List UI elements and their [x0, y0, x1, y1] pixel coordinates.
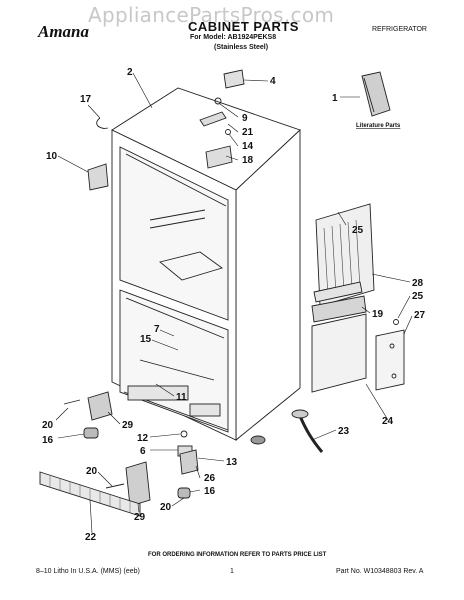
- top-hinge: [199, 111, 227, 127]
- callout-labels: 1 2 4 9 21 14 18 17 10 25 28 25 19 27 7 …: [42, 67, 426, 543]
- model-number: For Model: AB1924PEKS8: [190, 34, 277, 41]
- callout-10: 10: [46, 151, 58, 162]
- callout-21: 21: [242, 127, 254, 138]
- callout-20: 20: [86, 466, 98, 477]
- literature-label: Literature Parts: [356, 123, 401, 129]
- control-housing: [87, 163, 109, 191]
- callout-18: 18: [242, 155, 254, 166]
- callout-28: 28: [412, 278, 424, 289]
- callout-27: 27: [414, 310, 426, 321]
- callout-17: 17: [80, 94, 92, 105]
- callout-23: 23: [338, 426, 350, 437]
- category-label: REFRIGERATOR: [372, 26, 427, 33]
- ordering-note: FOR ORDERING INFORMATION REFER TO PARTS …: [148, 552, 327, 558]
- trim-strip: [311, 295, 367, 323]
- part-number: Part No. W10348803 Rev. A: [336, 568, 424, 575]
- callout-14: 14: [242, 141, 254, 152]
- watermark: AppliancePartsPros.com: [88, 3, 335, 27]
- callout-4: 4: [270, 76, 276, 87]
- lower-hinge-left: [87, 391, 113, 421]
- callout-1: 1: [332, 93, 338, 104]
- callout-7: 7: [154, 324, 160, 335]
- callout-26: 26: [204, 473, 216, 484]
- vent-cover: [223, 69, 245, 89]
- callout-12: 12: [137, 433, 149, 444]
- callout-20: 20: [160, 502, 172, 513]
- model-finish: (Stainless Steel): [214, 44, 269, 51]
- callout-16: 16: [204, 486, 216, 497]
- page-number: 1: [230, 568, 234, 575]
- literature-booklet: [361, 71, 391, 117]
- callout-24: 24: [382, 416, 394, 427]
- lower-hinge-bottom: [125, 461, 151, 507]
- leveling-foot: [250, 435, 266, 445]
- callout-15: 15: [140, 334, 152, 345]
- callout-20: 20: [42, 420, 54, 431]
- callout-29: 29: [134, 512, 146, 523]
- callout-16: 16: [42, 435, 54, 446]
- page-title: CABINET PARTS: [188, 19, 299, 34]
- callout-11: 11: [176, 392, 187, 403]
- callout-29: 29: [122, 420, 134, 431]
- callout-6: 6: [140, 446, 146, 457]
- callout-9: 9: [242, 113, 248, 124]
- fresh-food-opening: [119, 146, 229, 321]
- access-panel: [311, 313, 367, 393]
- callout-22: 22: [85, 532, 97, 543]
- hinge-cover: [375, 329, 405, 391]
- drain-tube: [298, 415, 324, 453]
- callout-2: 2: [127, 67, 133, 78]
- callout-25: 25: [412, 291, 424, 302]
- callout-19: 19: [372, 309, 384, 320]
- callout-25: 25: [352, 225, 364, 236]
- callout-13: 13: [226, 457, 238, 468]
- amana-logo: Amana: [38, 22, 90, 41]
- litho-note: 8–10 Litho In U.S.A. (MMS) (eeb): [36, 568, 140, 575]
